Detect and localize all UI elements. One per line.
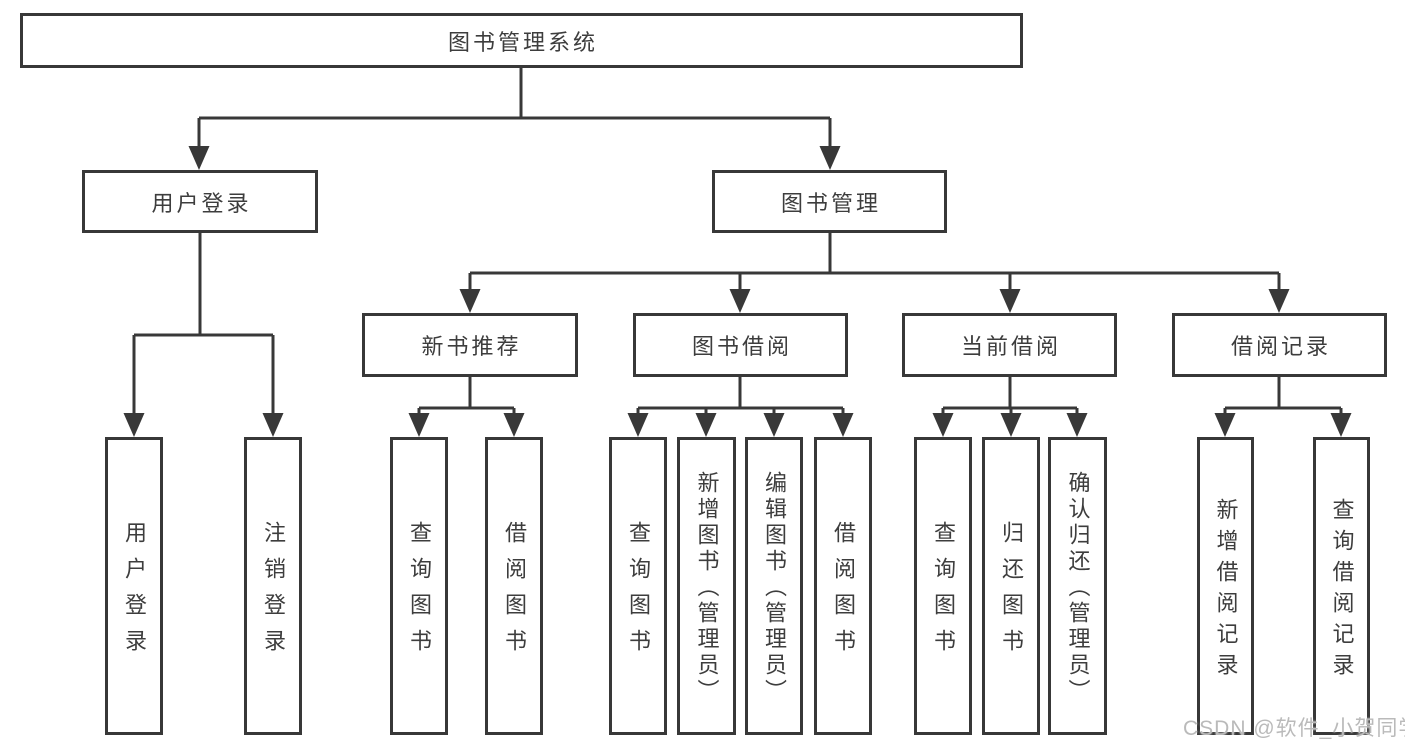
- node-book-borrowing: 图书借阅: [633, 313, 848, 377]
- leaf-borrowing-query-books: 查询图书: [609, 437, 667, 735]
- csdn-watermark: CSDN @软件_小贺同学: [1183, 717, 1405, 740]
- leaf-logout-label: 注销登录: [261, 521, 286, 665]
- node-borrowing-records: 借阅记录: [1172, 313, 1387, 377]
- leaf-current-query-books-label: 查询图书: [931, 521, 956, 665]
- node-borrowing-records-label: 借阅记录: [1230, 334, 1331, 359]
- node-new-book-recommend-label: 新书推荐: [421, 334, 522, 359]
- node-new-book-recommend: 新书推荐: [362, 313, 578, 377]
- leaf-newbook-query-books-label: 查询图书: [407, 521, 432, 665]
- leaf-user-login: 用户登录: [105, 437, 163, 735]
- leaf-confirm-return-admin: 确认归还（管理员）: [1048, 437, 1107, 735]
- node-book-management-label: 图书管理: [780, 190, 881, 216]
- leaf-add-book-admin: 新增图书（管理员）: [677, 437, 736, 735]
- leaf-user-login-label: 用户登录: [122, 521, 147, 665]
- leaf-borrowing-borrow-books-label: 借阅图书: [831, 521, 856, 665]
- leaf-current-query-books: 查询图书: [914, 437, 972, 735]
- node-root: 图书管理系统: [20, 13, 1023, 68]
- leaf-logout: 注销登录: [244, 437, 302, 735]
- leaf-newbook-query-books: 查询图书: [390, 437, 448, 735]
- node-book-management: 图书管理: [712, 170, 947, 233]
- node-user-login-label: 用户登录: [151, 190, 252, 216]
- leaf-borrowing-borrow-books: 借阅图书: [814, 437, 872, 735]
- node-user-login: 用户登录: [82, 170, 318, 233]
- leaf-query-borrow-record-label: 查询借阅记录: [1329, 497, 1355, 684]
- leaf-return-books-label: 归还图书: [999, 521, 1024, 665]
- leaf-edit-book-admin: 编辑图书（管理员）: [745, 437, 803, 735]
- leaf-edit-book-admin-label: 编辑图书（管理员）: [762, 471, 787, 705]
- leaf-newbook-borrow-books: 借阅图书: [485, 437, 543, 735]
- leaf-return-books: 归还图书: [982, 437, 1040, 735]
- arrow-down-icons: [123, 146, 1352, 437]
- leaf-query-borrow-record: 查询借阅记录: [1313, 437, 1370, 735]
- node-current-borrowing: 当前借阅: [902, 313, 1117, 377]
- leaf-add-borrow-record-label: 新增借阅记录: [1213, 497, 1239, 684]
- leaf-borrowing-query-books-label: 查询图书: [626, 521, 651, 665]
- node-book-borrowing-label: 图书借阅: [691, 334, 792, 359]
- leaf-add-borrow-record: 新增借阅记录: [1197, 437, 1254, 735]
- node-current-borrowing-label: 当前借阅: [960, 334, 1061, 359]
- node-root-label: 图书管理系统: [447, 29, 598, 55]
- leaf-confirm-return-admin-label: 确认归还（管理员）: [1065, 471, 1091, 705]
- leaf-newbook-borrow-books-label: 借阅图书: [502, 521, 527, 665]
- leaf-add-book-admin-label: 新增图书（管理员）: [694, 471, 720, 705]
